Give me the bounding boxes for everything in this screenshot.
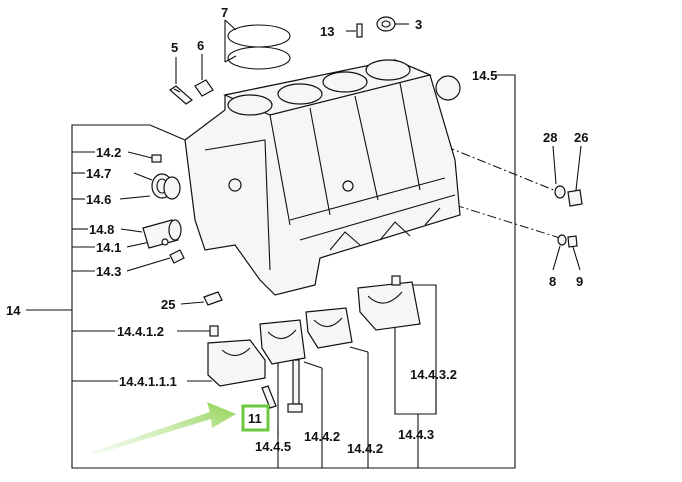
- pin-13: [356, 23, 363, 38]
- label-14-5: 14.5: [472, 68, 497, 83]
- label-11: 11: [248, 411, 262, 426]
- bearing-14-6: [163, 176, 181, 200]
- label-14-4-5: 14.4.5: [255, 439, 291, 454]
- plug-25: [203, 291, 223, 306]
- label-28: 28: [543, 130, 557, 145]
- cylinder-block: [184, 59, 461, 296]
- plug-14-3: [169, 249, 185, 264]
- bushing-6: [194, 79, 214, 97]
- ball-14-1: [161, 238, 169, 246]
- bearing-cap-14-4-5: [259, 319, 306, 365]
- label-9: 9: [576, 274, 583, 289]
- highlight-box: [241, 404, 270, 432]
- part-labels: 7 13 3 5 6 14.5 14.2 14.7 14.6 14.8 14.1…: [6, 5, 588, 456]
- label-13: 13: [320, 24, 334, 39]
- label-14-4-1-1-1: 14.4.1.1.1: [119, 374, 177, 389]
- label-14-4-3: 14.4.3: [398, 427, 434, 442]
- label-7: 7: [221, 5, 228, 20]
- sleeve-14-8: [142, 219, 182, 249]
- bearing-cap-14-4-2: [305, 307, 353, 349]
- label-5: 5: [171, 40, 178, 55]
- bearing-cap-14-4-3: [357, 275, 421, 331]
- label-14-4-2-b: 14.4.2: [347, 441, 383, 456]
- callout-lines: [26, 19, 582, 469]
- pointer-arrow: [92, 402, 236, 455]
- label-14-1: 14.1: [96, 240, 121, 255]
- plug-3: [376, 16, 396, 32]
- label-25: 25: [161, 297, 175, 312]
- label-8: 8: [549, 274, 556, 289]
- stud-5: [169, 85, 193, 105]
- seal-8: [557, 234, 567, 246]
- label-14-4-1-2: 14.4.1.2: [117, 324, 164, 339]
- seal-28: [554, 185, 566, 199]
- plug-9: [567, 235, 578, 248]
- cap-bolt: [287, 359, 303, 413]
- label-14-4-2-a: 14.4.2: [304, 429, 340, 444]
- plug-14-2: [151, 154, 162, 163]
- bearing-cap-left: [207, 325, 266, 387]
- plug-26: [567, 189, 583, 207]
- label-14-2: 14.2: [96, 145, 121, 160]
- label-14-8: 14.8: [89, 222, 114, 237]
- piston-rings: [227, 24, 291, 70]
- label-3: 3: [415, 17, 422, 32]
- label-6: 6: [197, 38, 204, 53]
- label-14: 14: [6, 303, 21, 318]
- label-14-4-3-2: 14.4.3.2: [410, 367, 457, 382]
- label-26: 26: [574, 130, 588, 145]
- label-14-6: 14.6: [86, 192, 111, 207]
- label-14-7: 14.7: [86, 166, 111, 181]
- label-14-3: 14.3: [96, 264, 121, 279]
- pin-11: [261, 385, 277, 409]
